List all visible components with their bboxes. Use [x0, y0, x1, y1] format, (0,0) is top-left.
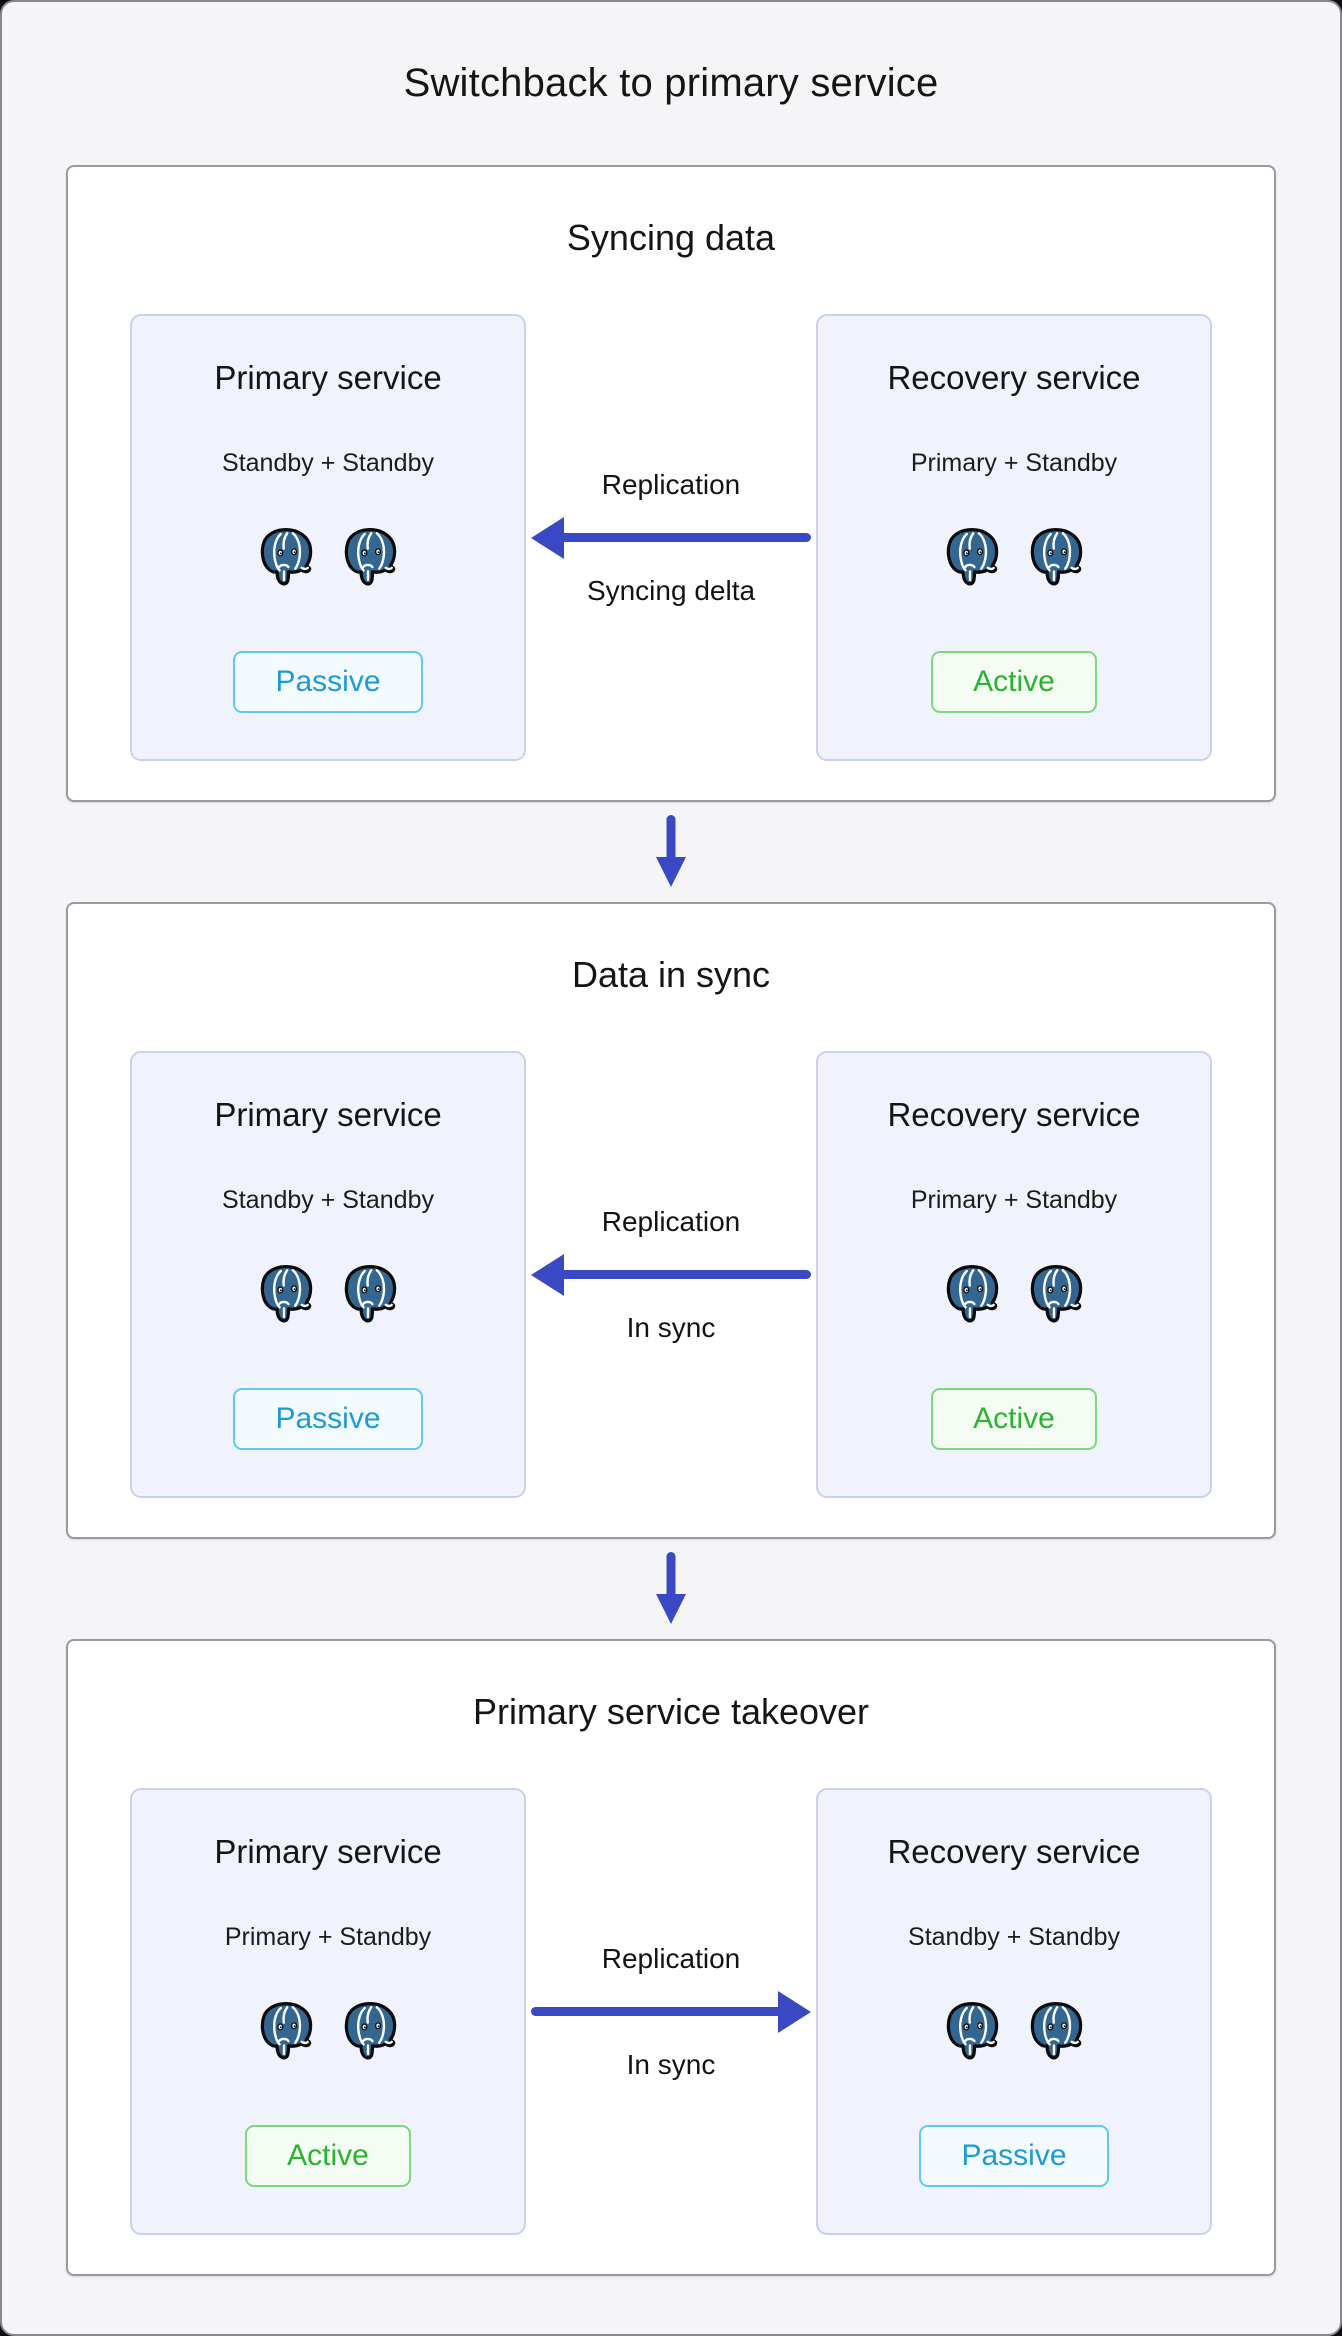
postgresql-elephant-icon — [1027, 526, 1085, 588]
postgresql-elephant-icon — [943, 526, 1001, 588]
status-badge: Passive — [233, 651, 423, 713]
postgresql-elephant-icon — [943, 1263, 1001, 1325]
postgres-instances — [257, 526, 399, 588]
postgresql-elephant-icon — [1027, 2000, 1085, 2062]
sync-status-label: In sync — [626, 2048, 716, 2080]
status-badge: Active — [245, 2125, 411, 2187]
replication-arrow-right-icon — [531, 1990, 811, 2034]
stage-data-in-sync: Data in sync Primary service Standby + S… — [66, 902, 1276, 1539]
postgresql-elephant-icon — [943, 2000, 1001, 2062]
stage-connector — [2, 1539, 1340, 1639]
stage-primary-service-takeover: Primary service takeover Primary service… — [66, 1639, 1276, 2276]
recovery-service-card: Recovery service Standby + Standby Passi… — [816, 1788, 1212, 2235]
postgres-instances — [257, 2000, 399, 2062]
status-badge: Passive — [919, 2125, 1109, 2187]
postgresql-elephant-icon — [341, 526, 399, 588]
postgres-instances — [943, 1263, 1085, 1325]
postgres-instances — [943, 526, 1085, 588]
stage-connector — [2, 802, 1340, 902]
sync-status-label: In sync — [626, 1311, 716, 1343]
postgres-instances — [943, 2000, 1085, 2062]
card-subtitle: Standby + Standby — [222, 449, 434, 477]
replication-label: Replication — [601, 1942, 741, 1974]
status-badge: Active — [931, 651, 1097, 713]
card-title: Recovery service — [887, 1096, 1141, 1133]
replication-arrow-left-icon — [531, 516, 811, 560]
card-title: Primary service — [214, 1833, 442, 1870]
card-title: Recovery service — [887, 359, 1141, 396]
postgresql-elephant-icon — [257, 1263, 315, 1325]
card-title: Primary service — [214, 1096, 442, 1133]
replication-flow: Replication In sync — [526, 1788, 816, 2235]
replication-label: Replication — [601, 468, 741, 500]
primary-service-card: Primary service Standby + Standby Passiv… — [130, 314, 526, 761]
flow-down-arrow-icon — [656, 815, 686, 887]
card-subtitle: Standby + Standby — [908, 1923, 1120, 1951]
status-badge: Active — [931, 1388, 1097, 1450]
postgresql-elephant-icon — [341, 2000, 399, 2062]
card-subtitle: Primary + Standby — [910, 449, 1118, 477]
arrowhead — [778, 1990, 811, 2033]
flow-down-arrow-icon — [656, 1552, 686, 1624]
recovery-service-card: Recovery service Primary + Standby Activ… — [816, 314, 1212, 761]
card-subtitle: Standby + Standby — [222, 1186, 434, 1214]
stage-syncing-data: Syncing data Primary service Standby + S… — [66, 165, 1276, 802]
replication-arrow-left-icon — [531, 1253, 811, 1297]
stage-body: Primary service Standby + Standby Passiv… — [68, 1051, 1274, 1498]
stage-title: Primary service takeover — [472, 1691, 870, 1732]
diagram-title: Switchback to primary service — [403, 61, 939, 105]
stage-body: Primary service Primary + Standby Active… — [68, 1788, 1274, 2235]
replication-label: Replication — [601, 1205, 741, 1237]
postgresql-elephant-icon — [1027, 1263, 1085, 1325]
card-subtitle: Primary + Standby — [910, 1186, 1118, 1214]
arrow-shaft — [558, 1270, 811, 1279]
replication-flow: Replication Syncing delta — [526, 314, 816, 761]
card-subtitle: Primary + Standby — [224, 1923, 432, 1951]
primary-service-card: Primary service Primary + Standby Active — [130, 1788, 526, 2235]
card-title: Primary service — [214, 359, 442, 396]
postgresql-elephant-icon — [341, 1263, 399, 1325]
arrow-shaft — [558, 533, 811, 542]
postgresql-elephant-icon — [257, 526, 315, 588]
primary-service-card: Primary service Standby + Standby Passiv… — [130, 1051, 526, 1498]
postgres-instances — [257, 1263, 399, 1325]
recovery-service-card: Recovery service Primary + Standby Activ… — [816, 1051, 1212, 1498]
stage-title: Data in sync — [571, 954, 771, 995]
stage-title: Syncing data — [566, 217, 776, 258]
replication-flow: Replication In sync — [526, 1051, 816, 1498]
card-title: Recovery service — [887, 1833, 1141, 1870]
stage-body: Primary service Standby + Standby Passiv… — [68, 314, 1274, 761]
status-badge: Passive — [233, 1388, 423, 1450]
postgresql-elephant-icon — [257, 2000, 315, 2062]
arrow-shaft — [531, 2007, 784, 2016]
sync-status-label: Syncing delta — [586, 574, 756, 606]
